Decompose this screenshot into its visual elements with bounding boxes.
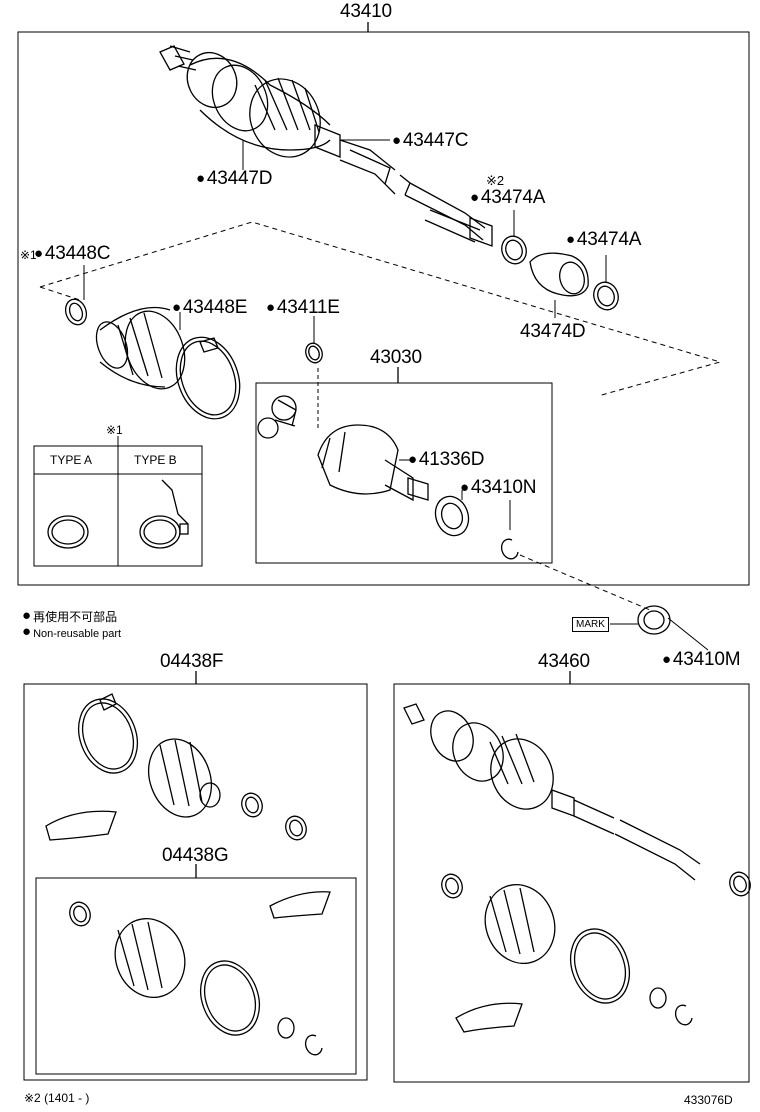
label-clamp-c[interactable]: 43448C xyxy=(34,244,111,263)
kit-f-parts xyxy=(45,693,307,841)
type-a-clamp xyxy=(47,515,89,549)
label-clamp-e[interactable]: 43448E xyxy=(172,298,248,317)
joint-frame xyxy=(255,382,553,564)
label-seal-d[interactable]: 41336D xyxy=(408,450,485,469)
label-inboard-joint[interactable]: 43030 xyxy=(370,347,422,368)
label-main-assembly: 43410 xyxy=(340,1,392,22)
type-box-note-mark: ※1 xyxy=(106,423,123,437)
type-b-clamp xyxy=(139,515,181,549)
kit-g-frame xyxy=(35,877,357,1075)
mark-tag: MARK xyxy=(572,617,609,632)
label-clamp-a-1[interactable]: 43474A xyxy=(470,188,546,207)
main-frame xyxy=(17,31,750,586)
label-ring-n[interactable]: 43410N xyxy=(460,478,537,497)
circlip xyxy=(500,538,519,560)
legend-japanese: 再使用不可部品 xyxy=(22,609,117,624)
drive-shaft-main xyxy=(159,45,493,247)
damper-part xyxy=(529,252,589,297)
label-boot-kit-f[interactable]: 04438F xyxy=(160,651,224,672)
label-boot-clamp-d[interactable]: 43447D xyxy=(196,169,273,188)
footnote: ※2 (1401 - ) xyxy=(24,1091,90,1105)
label-damper[interactable]: 43474D xyxy=(520,321,586,342)
legend-english: Non-reusable part xyxy=(22,625,121,640)
boot-part xyxy=(95,306,186,390)
label-outer-assembly[interactable]: 43460 xyxy=(538,651,590,672)
type-b-label: TYPE B xyxy=(134,453,177,467)
note2-mark: ※2 xyxy=(486,173,505,188)
label-clamp-a-2[interactable]: 43474A xyxy=(566,230,642,249)
outer-assembly-parts xyxy=(403,703,751,1033)
label-boot-kit-g[interactable]: 04438G xyxy=(162,845,229,866)
kit-g-parts xyxy=(69,891,331,1056)
inboard-joint-part xyxy=(257,395,429,502)
type-a-label: TYPE A xyxy=(50,453,93,467)
clamp-ring-2 xyxy=(593,281,619,311)
snap-ring xyxy=(305,342,323,364)
oil-seal xyxy=(434,495,470,537)
label-boot-clamp-c[interactable]: 43447C xyxy=(392,131,469,150)
label-snap-ring-e[interactable]: 43411E xyxy=(266,298,340,317)
label-ring-m[interactable]: 43410M xyxy=(662,650,741,669)
small-clamp xyxy=(64,298,88,326)
kit-f-frame xyxy=(23,683,368,1081)
clamp-ring xyxy=(501,235,527,265)
mark-ring xyxy=(637,605,671,635)
large-clamp xyxy=(175,336,241,420)
note1-mark: ※1 xyxy=(20,248,37,262)
dashed-outline xyxy=(39,221,722,397)
outer-frame xyxy=(393,683,750,1083)
diagram-code: 433076D xyxy=(684,1093,733,1107)
